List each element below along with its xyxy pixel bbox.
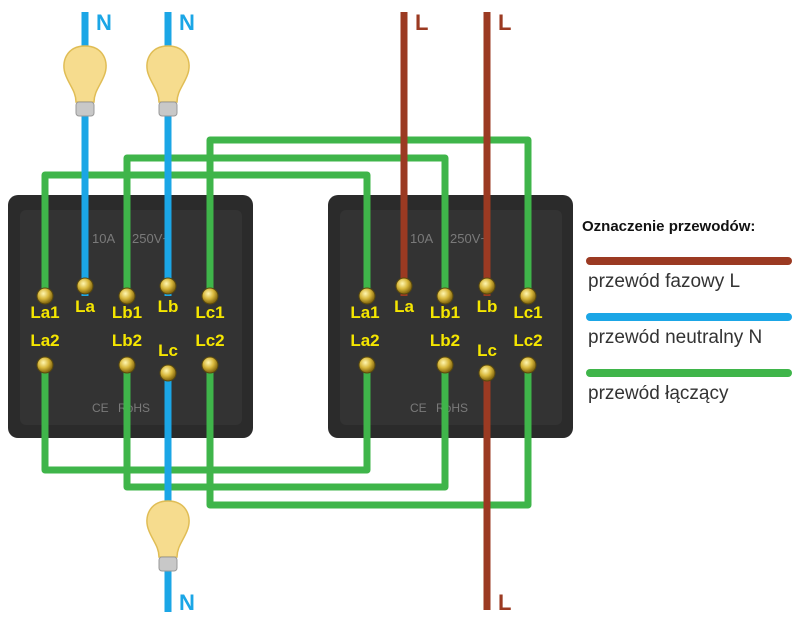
terminal-label-lb: Lb: [477, 297, 498, 316]
legend-item-link: przewód łączący: [582, 369, 794, 425]
terminal-screw: [358, 356, 376, 374]
terminal-screw: [478, 364, 496, 382]
phase-label: L: [498, 10, 511, 35]
legend-swatch-link: [586, 369, 792, 377]
legend: Oznaczenie przewodów: przewód fazowy L p…: [582, 218, 794, 425]
legend-item-neutral: przewód neutralny N: [582, 313, 794, 369]
terminal-screw: [436, 356, 454, 374]
terminal-screw: [118, 287, 136, 305]
terminal-label-lb1: Lb1: [430, 303, 460, 322]
neutral-label: N: [179, 10, 195, 35]
terminal-label-la: La: [75, 297, 95, 316]
terminal-label-lc: Lc: [158, 341, 178, 360]
terminal-label-lc2: Lc2: [195, 331, 224, 350]
neutral-label: N: [96, 10, 112, 35]
switch-left-rating: 10A: [92, 231, 115, 246]
switch-left-ce-mark: CE: [92, 401, 109, 415]
switch-left-voltage: 250V~: [132, 231, 170, 246]
terminal-screw: [159, 364, 177, 382]
terminal-label-la2: La2: [350, 331, 379, 350]
bulb-icon: [146, 500, 190, 572]
legend-item-phase: przewód fazowy L: [582, 257, 794, 313]
switch-right-face: [340, 210, 562, 425]
terminal-screw: [358, 287, 376, 305]
terminal-label-la2: La2: [30, 331, 59, 350]
terminal-label-lc1: Lc1: [195, 303, 224, 322]
terminal-screws: [36, 277, 537, 382]
phase-wires: [400, 12, 491, 610]
link-wire-la2: [41, 365, 371, 474]
terminal-label-lb2: Lb2: [112, 331, 142, 350]
link-wire-lc2: [206, 365, 532, 509]
legend-swatch-neutral: [586, 313, 792, 321]
switch-left-face: [20, 210, 242, 425]
terminal-label-la1: La1: [350, 303, 379, 322]
legend-label-neutral: przewód neutralny N: [588, 327, 763, 348]
phase-label: L: [415, 10, 428, 35]
terminal-label-lc2: Lc2: [513, 331, 542, 350]
bulb-icon: [63, 45, 107, 117]
terminal-screw: [201, 356, 219, 374]
switch-right-voltage: 250V~: [450, 231, 488, 246]
legend-label-link: przewód łączący: [588, 383, 729, 404]
legend-swatch-phase: [586, 257, 792, 265]
terminal-screw: [519, 356, 537, 374]
terminal-label-lb: Lb: [158, 297, 179, 316]
terminal-screw: [118, 356, 136, 374]
terminal-label-lb2: Lb2: [430, 331, 460, 350]
switch-right-rating: 10A: [410, 231, 433, 246]
link-wire-lb1: [123, 154, 449, 296]
link-wires: [41, 136, 532, 509]
terminal-screw: [159, 277, 177, 295]
terminal-screw: [76, 277, 94, 295]
terminal-screw: [395, 277, 413, 295]
switch-right-rohs-mark: RoHS: [436, 401, 468, 415]
terminal-label-lc1: Lc1: [513, 303, 542, 322]
legend-label-phase: przewód fazowy L: [588, 271, 741, 292]
terminal-screw: [519, 287, 537, 305]
terminal-label-lb1: Lb1: [112, 303, 142, 322]
neutral-label: N: [179, 590, 195, 615]
terminal-screw: [36, 356, 54, 374]
legend-title: Oznaczenie przewodów:: [582, 218, 756, 235]
switch-right: 10A 250V~ CE RoHS: [328, 195, 573, 438]
terminal-screw: [201, 287, 219, 305]
link-wire-lc1: [206, 136, 532, 296]
terminal-screw: [436, 287, 454, 305]
phase-label: L: [498, 590, 511, 615]
terminal-label-lc: Lc: [477, 341, 497, 360]
switch-right-ce-mark: CE: [410, 401, 427, 415]
link-wire-la1: [41, 171, 371, 296]
terminal-screw: [36, 287, 54, 305]
switch-left-rohs-mark: RoHS: [118, 401, 150, 415]
terminal-label-la: La: [394, 297, 414, 316]
switch-left: 10A 250V~ CE RoHS: [8, 195, 253, 438]
bulb-icon: [146, 45, 190, 117]
link-wire-lb2: [123, 365, 449, 491]
terminal-label-la1: La1: [30, 303, 59, 322]
terminal-screw: [478, 277, 496, 295]
